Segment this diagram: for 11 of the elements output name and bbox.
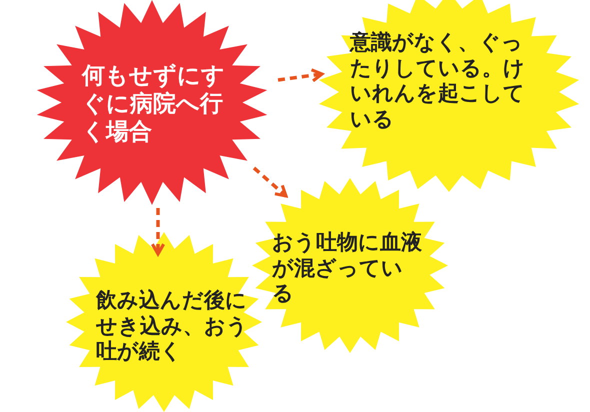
starburst-callout <box>318 0 580 192</box>
callout-text: 飲み込んだ後にせき込み、おう吐が続く <box>96 288 249 365</box>
callout-text: 意識がなく、ぐったりしている。けいれんを起こしている <box>350 30 526 132</box>
callout-text: 何もせずにすぐに病院へ行く場合 <box>82 62 226 146</box>
starburst-callout <box>36 0 268 205</box>
dashed-arrow <box>252 166 288 198</box>
starburst-callout <box>66 232 262 412</box>
dashed-arrow <box>278 68 324 82</box>
starburst-callout <box>252 178 448 353</box>
dashed-arrow <box>150 208 166 256</box>
callout-text: おう吐物に血液が混ざっている <box>272 230 422 307</box>
